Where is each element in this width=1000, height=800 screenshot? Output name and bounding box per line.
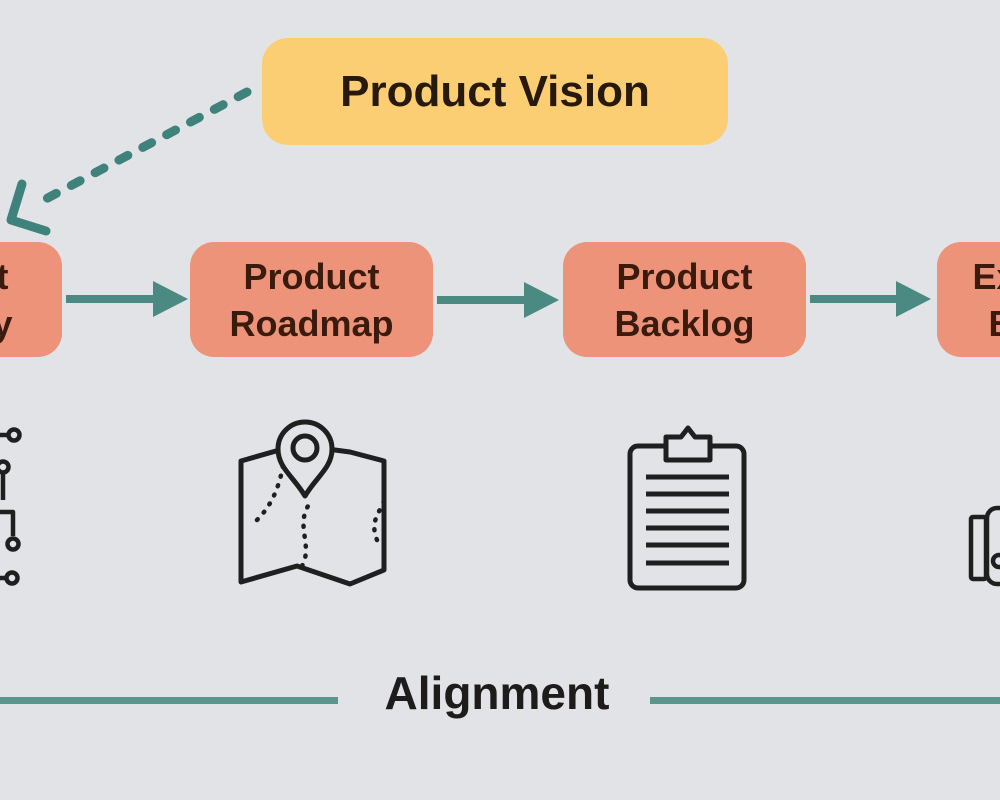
alignment-rule-left	[0, 697, 338, 704]
flow-box-label-line1: Product	[616, 255, 753, 297]
arrow-strategy-to-roadmap	[66, 281, 188, 317]
flow-box-product-roadmap: Product Roadmap	[190, 242, 433, 357]
flow-box-label-line1: Execution	[972, 255, 1000, 297]
flow-box-execution: Execution Backlog	[937, 242, 1000, 357]
flow-box-label-line2: Backlog	[988, 300, 1000, 347]
alignment-rule-right	[650, 697, 1000, 704]
product-vision-box: Product Vision	[262, 38, 728, 145]
strategy-nodes-icon	[0, 427, 22, 586]
flow-box-label-line1: Product	[243, 255, 380, 297]
flow-box-label-line2: Strategy	[0, 302, 13, 344]
execution-board-icon	[968, 505, 1000, 587]
arrow-backlog-to-execution	[810, 281, 931, 317]
product-vision-label: Product Vision	[340, 66, 650, 116]
flow-box-product-strategy: Product Strategy	[0, 242, 62, 357]
roadmap-map-pin-icon	[238, 419, 388, 587]
flow-box-label-line2: Backlog	[614, 302, 755, 344]
flow-box-label-line1: Product	[0, 255, 9, 297]
alignment-label: Alignment	[384, 667, 610, 719]
arrow-roadmap-to-backlog	[437, 282, 559, 318]
backlog-clipboard-icon	[627, 425, 747, 591]
flow-box-product-backlog: Product Backlog	[563, 242, 806, 357]
flow-box-label-line2: Roadmap	[229, 302, 394, 344]
vision-dashed-arrow	[6, 87, 252, 236]
